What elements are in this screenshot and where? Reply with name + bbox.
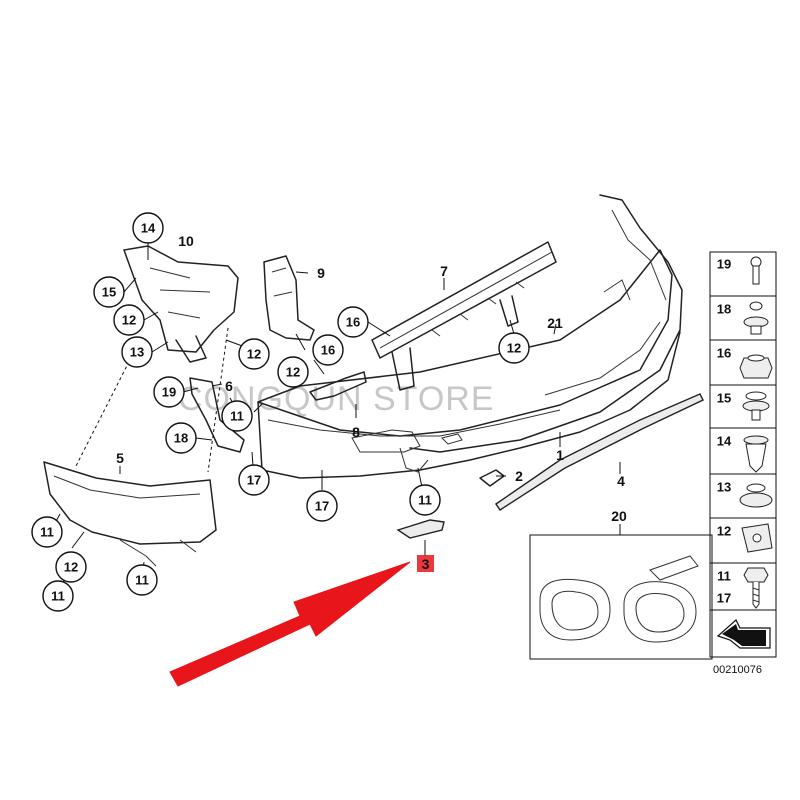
part-21-bumper-shell	[257, 194, 683, 453]
legend-19: 19	[717, 257, 731, 272]
label-5: 5	[116, 450, 124, 466]
part-10-left-bracket	[123, 245, 239, 363]
callout-17-a: 17	[238, 464, 270, 496]
label-6: 6	[225, 378, 233, 394]
svg-text:12: 12	[507, 341, 521, 356]
callout-11-d: 11	[42, 580, 74, 612]
svg-text:19: 19	[162, 385, 176, 400]
push-clip-icon	[743, 301, 769, 335]
svg-text:18: 18	[174, 431, 188, 446]
hex-screw-icon	[743, 567, 769, 609]
part-4-trim-strip	[495, 393, 704, 511]
part-9-vertical-bracket	[263, 255, 315, 341]
part-6-side-bracket	[189, 377, 245, 453]
label-8: 8	[352, 424, 360, 440]
svg-text:13: 13	[130, 345, 144, 360]
part-20-bezel-group	[529, 534, 713, 660]
callout-13: 13	[121, 336, 153, 368]
callout-12-d: 12	[498, 332, 530, 364]
grommet-icon	[739, 483, 773, 508]
callout-17-b: 17	[306, 490, 338, 522]
callout-11-c: 11	[31, 516, 63, 548]
arrow-symbol-icon	[716, 619, 771, 649]
label-10: 10	[178, 233, 194, 249]
svg-text:14: 14	[141, 221, 156, 236]
legend-13: 13	[717, 480, 731, 495]
label-21: 21	[547, 315, 563, 331]
clip-nut-icon	[741, 523, 773, 553]
svg-text:11: 11	[51, 589, 65, 604]
svg-text:11: 11	[418, 493, 432, 508]
rivet-icon	[750, 256, 762, 285]
diagram-code: 00210076	[713, 664, 762, 676]
svg-text:15: 15	[102, 285, 116, 300]
expansion-clip-icon	[743, 435, 769, 473]
callout-11-e: 11	[126, 564, 158, 596]
red-pointer-arrow	[169, 561, 411, 687]
part-3-reflector	[396, 519, 445, 539]
label-3-highlighted: 3	[417, 555, 434, 572]
svg-text:12: 12	[247, 347, 261, 362]
part-2-cap	[479, 469, 505, 487]
callout-12-c: 12	[277, 356, 309, 388]
legend-17: 17	[717, 591, 731, 606]
label-1: 1	[556, 447, 564, 463]
callout-12-a: 12	[113, 304, 145, 336]
callout-15: 15	[93, 276, 125, 308]
label-9: 9	[317, 265, 325, 281]
callout-16-a: 16	[337, 306, 369, 338]
legend-18: 18	[717, 302, 731, 317]
svg-text:11: 11	[230, 409, 244, 424]
label-2: 2	[515, 468, 523, 484]
legend-14: 14	[717, 434, 732, 449]
svg-text:17: 17	[247, 473, 261, 488]
part-5-side-panel	[43, 461, 217, 567]
svg-text:11: 11	[40, 525, 54, 540]
svg-text:17: 17	[315, 499, 329, 514]
label-20: 20	[611, 508, 627, 524]
label-7: 7	[440, 263, 448, 279]
callout-18: 18	[165, 422, 197, 454]
callout-11-a: 11	[221, 400, 253, 432]
legend-16: 16	[717, 346, 731, 361]
part-7-carrier-bar	[371, 241, 557, 391]
svg-text:12: 12	[122, 313, 136, 328]
screw-washer-icon	[742, 391, 770, 421]
callout-12-e: 12	[55, 551, 87, 583]
label-4: 4	[617, 473, 625, 489]
callout-14: 14	[132, 212, 164, 244]
leader-lines	[49, 243, 621, 591]
dashed-connector-right	[207, 327, 229, 473]
part-1-lower-cover	[257, 331, 681, 479]
callout-19: 19	[153, 376, 185, 408]
nut-icon	[739, 354, 773, 379]
legend-12: 12	[717, 524, 731, 539]
legend-11: 11	[717, 569, 731, 584]
svg-text:16: 16	[346, 315, 360, 330]
callout-11-b: 11	[409, 484, 441, 516]
fastener-legend: 19 18 16 15 14 13 12 11 17	[709, 251, 777, 658]
svg-text:12: 12	[64, 560, 78, 575]
callout-16-b: 16	[312, 334, 344, 366]
part-8-mount	[309, 371, 367, 401]
svg-text:3: 3	[422, 556, 430, 572]
callout-12-b: 12	[238, 338, 270, 370]
svg-text:11: 11	[135, 573, 149, 588]
svg-text:16: 16	[321, 343, 335, 358]
legend-15: 15	[717, 391, 731, 406]
svg-text:12: 12	[286, 365, 300, 380]
